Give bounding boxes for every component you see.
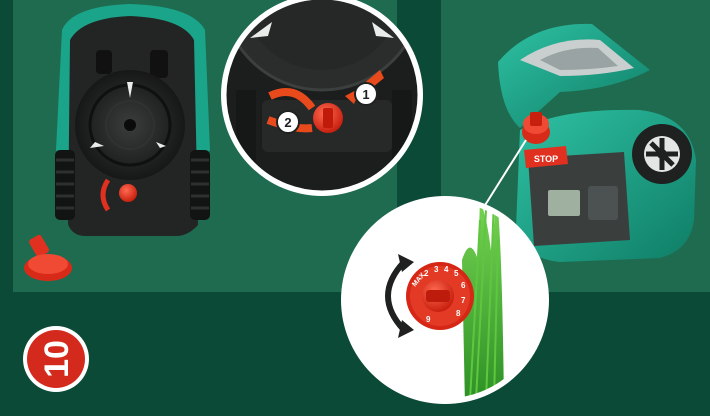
dial-digit: 5 [454, 269, 459, 278]
front-caster [150, 50, 168, 78]
dial-digit: 4 [444, 265, 449, 274]
dial-digit: 2 [424, 269, 429, 278]
callout-2-label: 2 [284, 115, 291, 130]
stop-label: STOP [534, 154, 558, 164]
figure-number: 10 [38, 340, 76, 378]
figure-number-badge: 10 [23, 326, 89, 392]
dial-digit: 9 [426, 315, 431, 324]
dial-digit: 8 [456, 309, 461, 318]
front-caster-2 [96, 50, 112, 74]
callout-1-label: 1 [362, 87, 369, 102]
side-wheel [632, 124, 692, 184]
dial-digit: 3 [434, 265, 439, 274]
dial-digit: 7 [461, 296, 466, 305]
height-dial: MAX 2 3 4 5 6 7 8 9 [406, 262, 474, 330]
height-knob-small [119, 184, 137, 202]
display [548, 190, 580, 216]
dial-digit: 6 [461, 281, 466, 290]
detached-knob [24, 234, 72, 281]
mower-underside [24, 4, 210, 281]
detail-zoom-circle: 1 2 [215, 0, 430, 200]
